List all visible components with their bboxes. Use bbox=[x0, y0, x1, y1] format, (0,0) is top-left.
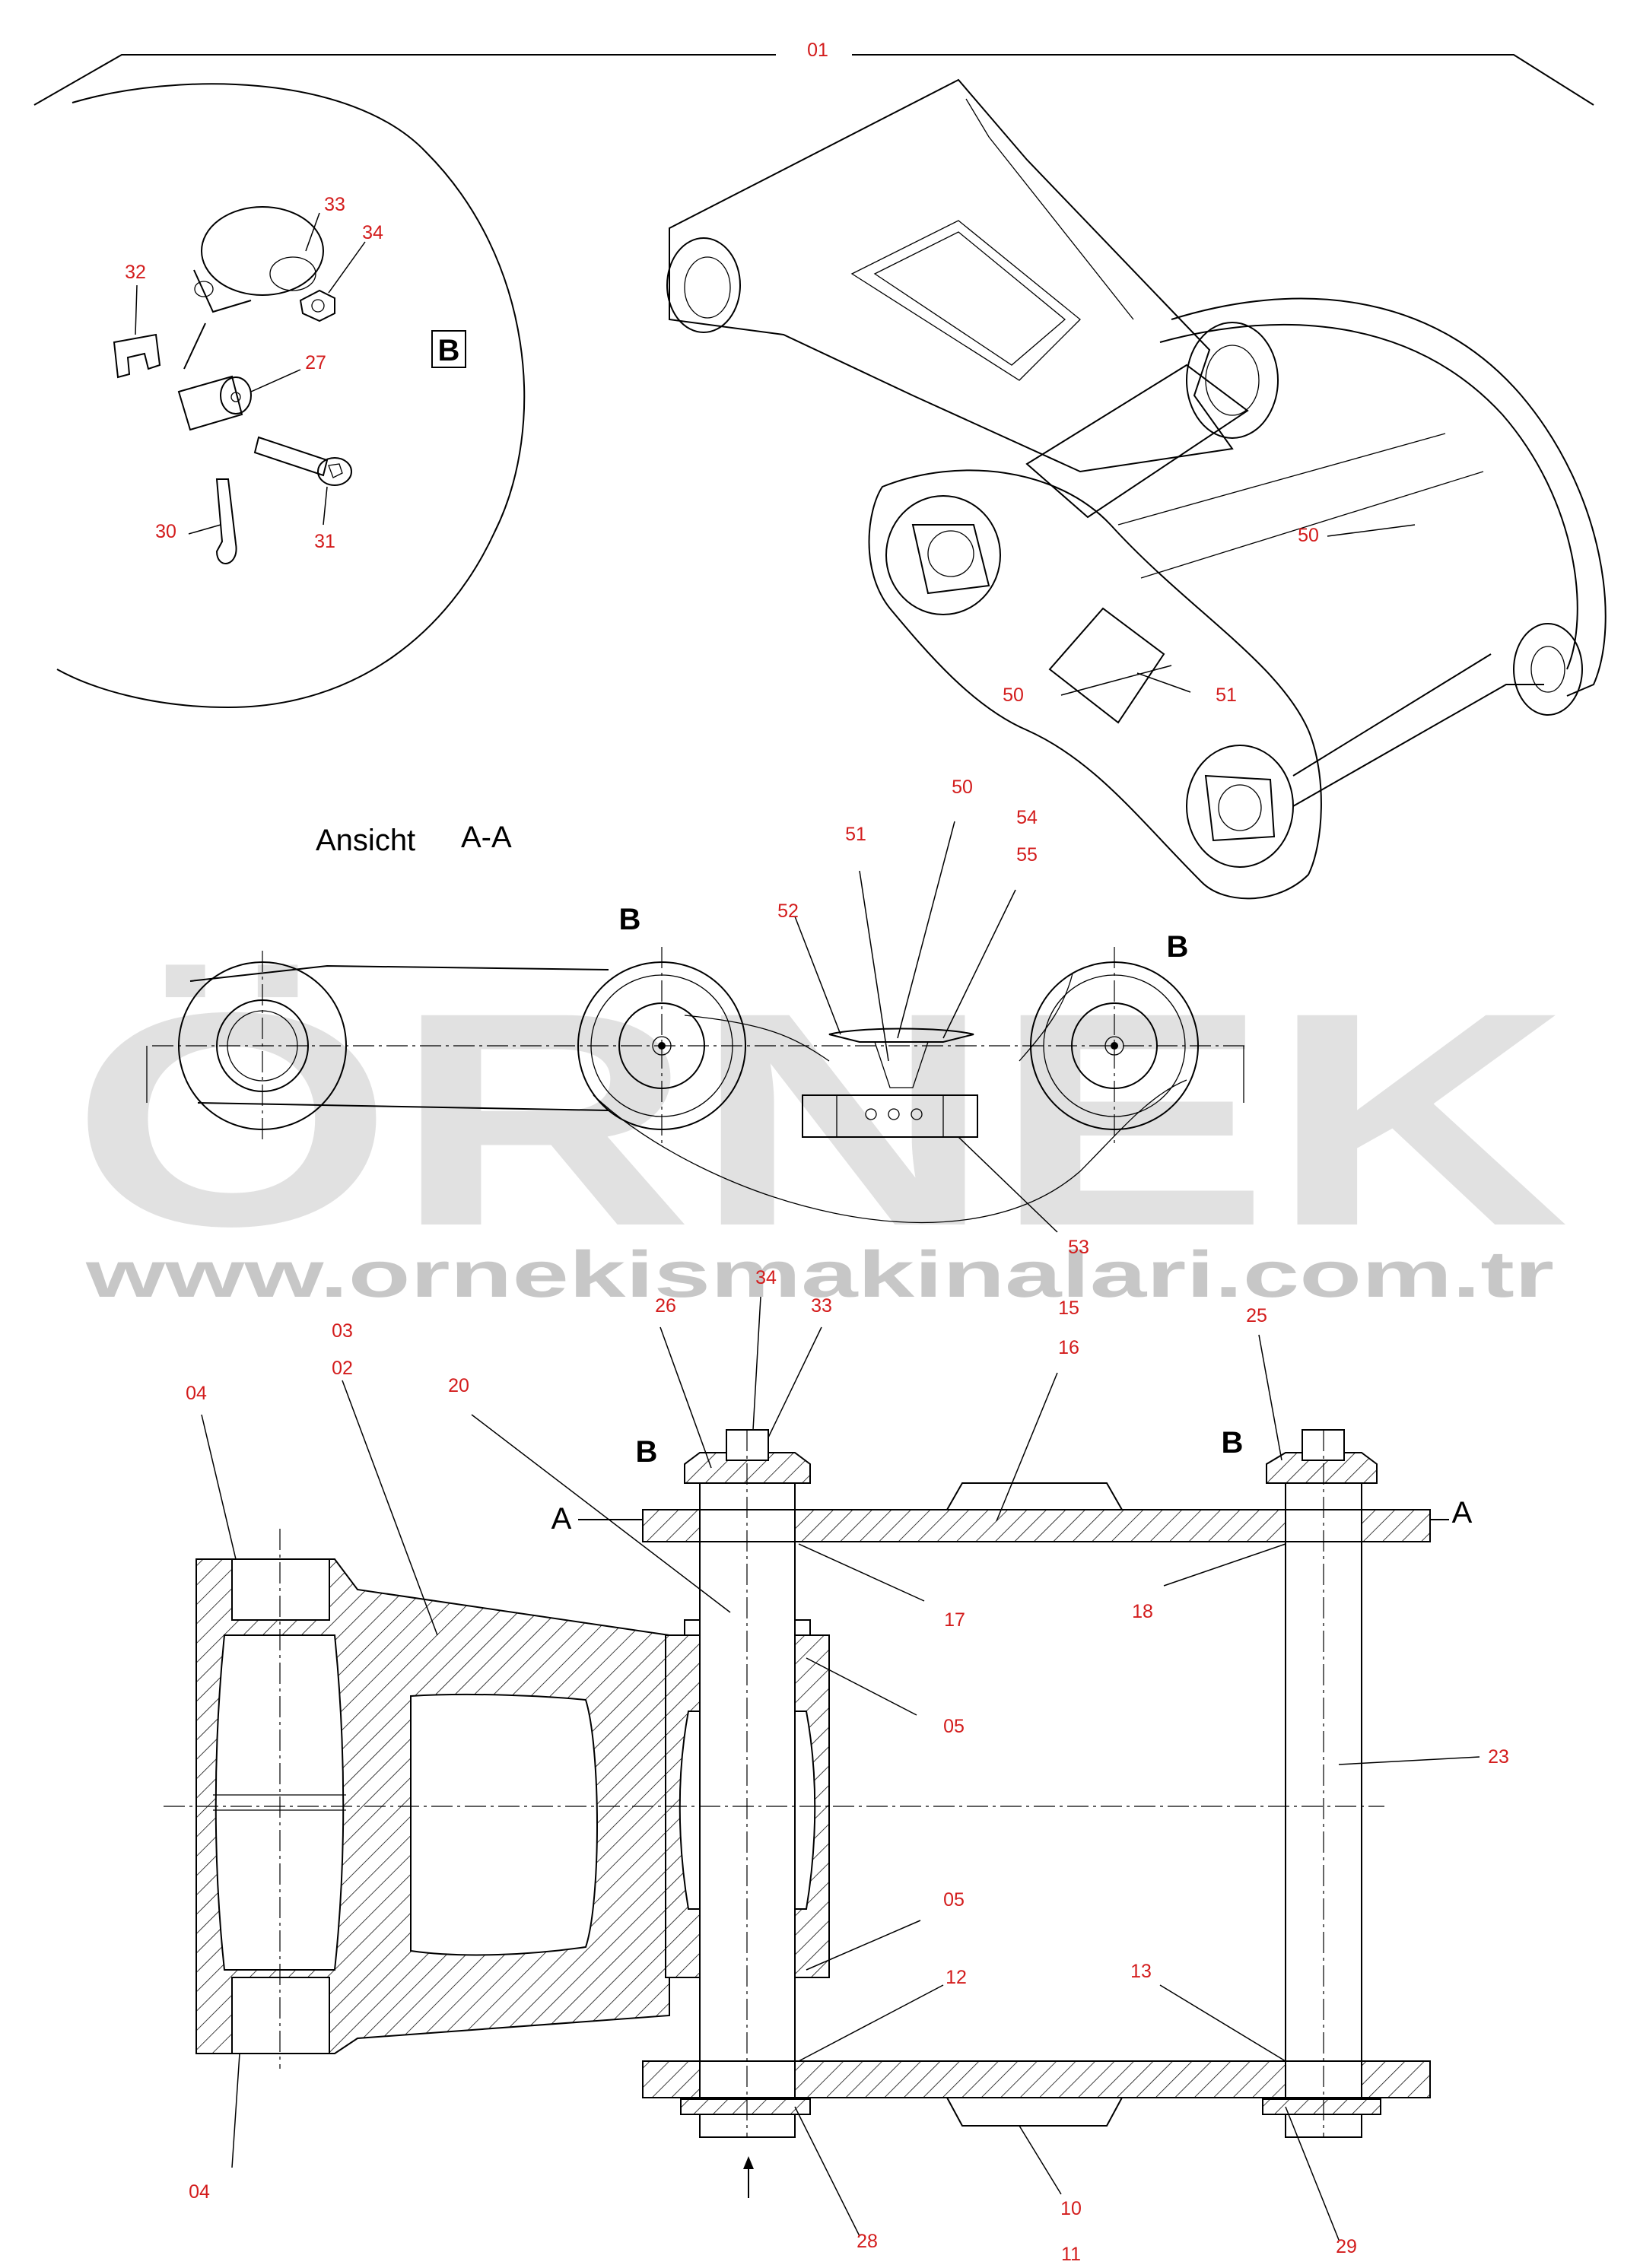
right-boss-top bbox=[1186, 322, 1279, 439]
detail-b-view: B 33 34 32 27 30 31 bbox=[56, 83, 526, 709]
part-23: 23 bbox=[1488, 1746, 1509, 1768]
part-52: 52 bbox=[777, 901, 799, 922]
part-03: 03 bbox=[332, 1320, 353, 1342]
section-mark-b-left: B bbox=[619, 903, 641, 936]
assembly-number: 01 bbox=[807, 40, 828, 61]
part-31: 31 bbox=[314, 531, 335, 552]
part-11: 11 bbox=[1061, 2244, 1081, 2265]
bushing-33 bbox=[201, 206, 324, 296]
cotter-30 bbox=[215, 478, 237, 564]
watermark-brand: ÖRNEK bbox=[71, 949, 1569, 1289]
part-16: 16 bbox=[1058, 1337, 1079, 1358]
part-51-iso: 51 bbox=[1216, 685, 1237, 706]
part-15: 15 bbox=[1058, 1298, 1079, 1319]
part-33-main: 33 bbox=[811, 1295, 832, 1317]
clip-32 bbox=[113, 333, 161, 379]
part-04-bottom: 04 bbox=[189, 2181, 210, 2203]
part-55: 55 bbox=[1016, 844, 1038, 866]
part-20: 20 bbox=[448, 1375, 469, 1396]
view-section-label: A-A bbox=[461, 821, 512, 854]
part-02: 02 bbox=[332, 1358, 353, 1379]
nut-34 bbox=[299, 289, 335, 322]
isometric-view: 50 50 51 bbox=[666, 78, 1607, 900]
watermark-url: www.ornekismakinalari.com.tr bbox=[84, 1238, 1554, 1311]
part-29: 29 bbox=[1336, 2236, 1357, 2257]
part-50-iso-b: 50 bbox=[1003, 685, 1024, 706]
part-04-top: 04 bbox=[186, 1383, 207, 1404]
detail-b-box-label: B bbox=[438, 334, 460, 367]
part-28: 28 bbox=[857, 2231, 878, 2252]
right-pin-end bbox=[1513, 623, 1583, 716]
plate-51 bbox=[1048, 607, 1165, 724]
section-plate-51 bbox=[828, 1028, 974, 1043]
part-26: 26 bbox=[655, 1295, 676, 1317]
section-block-53 bbox=[802, 1094, 978, 1138]
bolt-31 bbox=[253, 436, 329, 477]
part-10: 10 bbox=[1060, 2198, 1082, 2219]
pin-27 bbox=[177, 375, 243, 431]
upper-boss-left bbox=[666, 237, 741, 333]
section-mark-a-left: A bbox=[551, 1502, 572, 1536]
part-05-upper: 05 bbox=[943, 1716, 965, 1737]
title-line: 01 bbox=[33, 40, 1594, 106]
detail-b-box bbox=[431, 330, 466, 368]
section-mark-b-right: B bbox=[1167, 930, 1189, 964]
part-17: 17 bbox=[944, 1609, 965, 1631]
lower-right-boss bbox=[1186, 745, 1294, 868]
part-12: 12 bbox=[946, 1967, 967, 1988]
part-30: 30 bbox=[155, 521, 176, 542]
view-title: Ansicht bbox=[316, 824, 415, 857]
part-05-lower: 05 bbox=[943, 1889, 965, 1911]
part-13: 13 bbox=[1130, 1961, 1152, 1982]
part-34-detail: 34 bbox=[362, 222, 383, 243]
part-50-iso-a: 50 bbox=[1298, 525, 1319, 546]
part-50-section: 50 bbox=[952, 777, 973, 798]
part-51-section: 51 bbox=[845, 824, 866, 845]
section-mark-b-main-right: B bbox=[1222, 1426, 1244, 1460]
part-54: 54 bbox=[1016, 807, 1038, 828]
section-view-a-a: Ansicht A-A B B bbox=[146, 777, 1247, 1258]
part-33-detail: 33 bbox=[324, 194, 345, 215]
part-27: 27 bbox=[305, 352, 326, 373]
section-mark-b-main-left: B bbox=[636, 1435, 658, 1469]
lower-left-boss bbox=[885, 495, 1001, 615]
part-32: 32 bbox=[125, 262, 146, 283]
section-mark-a-right: A bbox=[1452, 1496, 1473, 1529]
part-25: 25 bbox=[1246, 1305, 1267, 1326]
part-18: 18 bbox=[1132, 1601, 1153, 1622]
part-53: 53 bbox=[1068, 1237, 1089, 1258]
square-flange-lower bbox=[1204, 774, 1276, 842]
square-flange-upper bbox=[911, 524, 990, 595]
part-34-main: 34 bbox=[755, 1267, 777, 1288]
watermark: ÖRNEK www.ornekismakinalari.com.tr bbox=[71, 949, 1569, 1311]
main-side-view: A A B B 03 02 04 04 20 26 34 bbox=[164, 1267, 1509, 2265]
